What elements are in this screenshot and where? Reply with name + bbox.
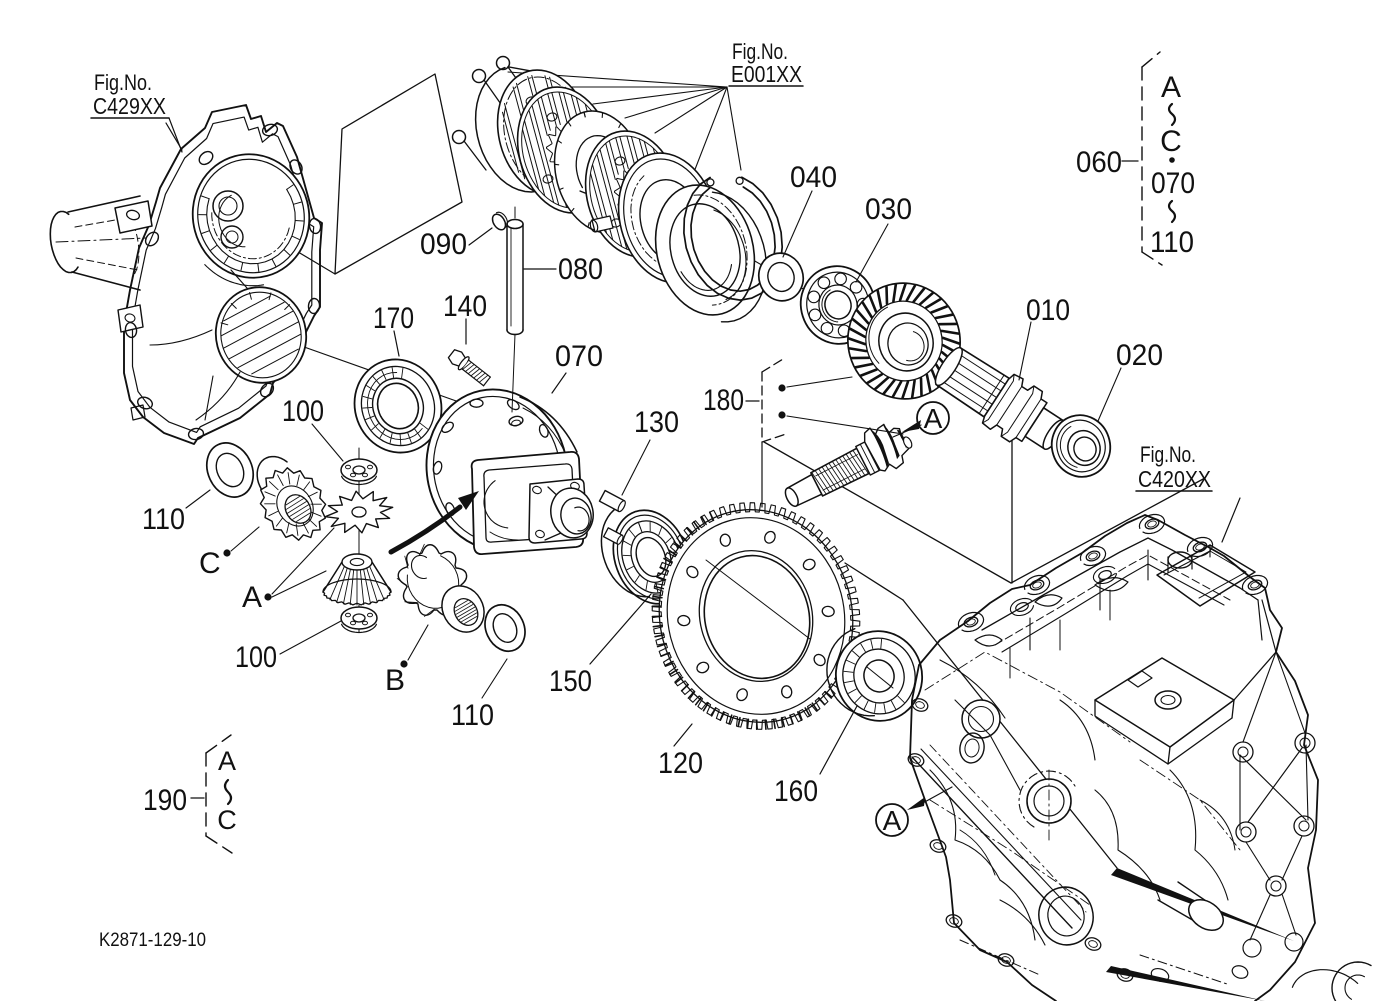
svg-text:130: 130 <box>634 406 679 439</box>
svg-text:010: 010 <box>1026 294 1070 327</box>
svg-text:A: A <box>242 581 262 614</box>
svg-text:110: 110 <box>142 503 185 536</box>
svg-text:E001XX: E001XX <box>731 61 802 87</box>
svg-text:110: 110 <box>451 699 494 732</box>
svg-text:190: 190 <box>143 784 187 817</box>
svg-text:Fig.No.: Fig.No. <box>1140 442 1196 467</box>
svg-text:140: 140 <box>443 290 487 323</box>
svg-text:K2871-129-10: K2871-129-10 <box>99 930 206 951</box>
svg-text:Fig.No.: Fig.No. <box>94 70 152 95</box>
svg-text:060: 060 <box>1076 146 1122 179</box>
svg-text:A: A <box>924 403 943 434</box>
svg-text:100: 100 <box>235 641 277 674</box>
svg-text:100: 100 <box>282 395 324 428</box>
svg-text:090: 090 <box>420 228 467 261</box>
svg-text:180: 180 <box>703 384 744 417</box>
svg-text:170: 170 <box>373 302 414 335</box>
svg-text:A: A <box>218 746 236 776</box>
svg-text:150: 150 <box>549 665 592 698</box>
svg-text:C: C <box>199 547 221 580</box>
svg-text:020: 020 <box>1116 339 1163 372</box>
svg-text:030: 030 <box>865 193 912 226</box>
svg-text:C420XX: C420XX <box>1138 466 1211 492</box>
svg-text:Fig.No.: Fig.No. <box>732 39 788 64</box>
svg-text:160: 160 <box>774 775 818 808</box>
svg-text:040: 040 <box>790 161 837 194</box>
svg-text:C: C <box>217 805 237 835</box>
svg-text:C: C <box>1160 125 1182 158</box>
svg-text:080: 080 <box>558 253 603 286</box>
svg-text:B: B <box>385 664 405 697</box>
svg-text:A: A <box>883 805 902 836</box>
svg-text:A: A <box>1161 71 1181 104</box>
svg-text:070: 070 <box>555 340 603 373</box>
svg-text:110: 110 <box>1150 226 1194 259</box>
svg-text:120: 120 <box>658 747 703 780</box>
svg-text:070: 070 <box>1151 167 1195 200</box>
svg-text:C429XX: C429XX <box>93 93 166 119</box>
